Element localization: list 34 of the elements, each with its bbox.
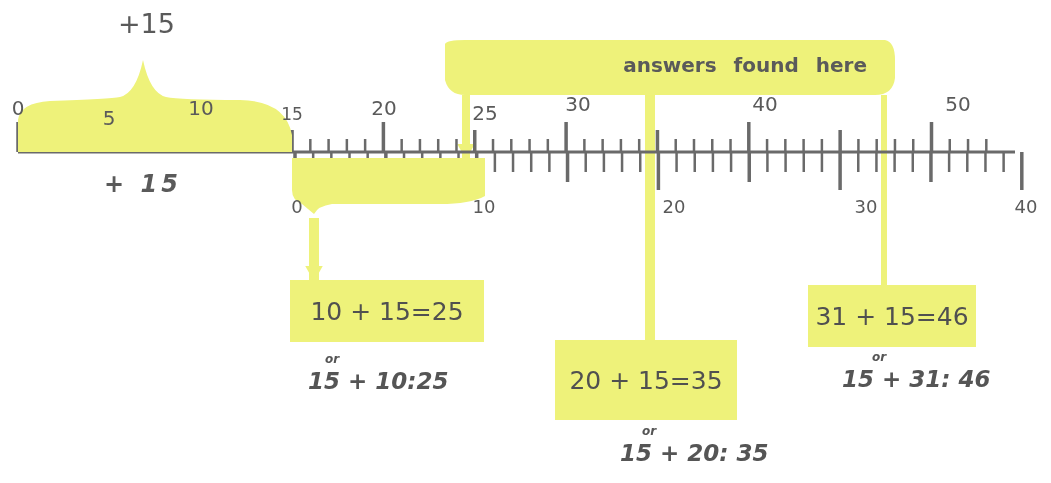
equation-box — [290, 280, 484, 342]
handwritten-note: + 15 — [103, 170, 183, 198]
equation-box — [808, 285, 976, 347]
callout-text: answers found here — [623, 53, 867, 77]
connector — [458, 95, 474, 160]
tick-number: 30 — [853, 196, 879, 217]
alternative-equation: 15 + 20: 35 — [620, 440, 769, 466]
tick-number: 0 — [290, 196, 304, 217]
equation-box — [555, 340, 737, 420]
alternative-equation: 15 + 31: 46 — [842, 366, 991, 392]
tick-number: 0 — [10, 96, 26, 120]
tick-number: 20 — [370, 96, 398, 120]
tick-number: 50 — [944, 92, 972, 116]
connector — [881, 95, 887, 285]
or-word: or — [325, 352, 340, 366]
callout-band — [445, 40, 895, 95]
or-word: or — [872, 350, 887, 364]
alternative-equation: 15 + 10:25 — [308, 368, 449, 394]
tick-number: 5 — [101, 106, 117, 130]
equation-text: 10 + 15=25 — [310, 296, 464, 326]
equation-text: 31 + 15=46 — [815, 301, 969, 331]
tick-number: 40 — [1013, 196, 1039, 217]
tick-number: 40 — [751, 92, 779, 116]
connector — [306, 218, 322, 282]
or-word: or — [642, 424, 657, 438]
tick-number: 10 — [471, 196, 497, 217]
tick-number: 10 — [187, 96, 215, 120]
bracket-label: +15 — [118, 8, 175, 39]
tick-number: 20 — [661, 196, 687, 217]
equation-text: 20 + 15=35 — [569, 365, 723, 395]
connector — [645, 95, 655, 340]
tick-number: 15 — [280, 104, 304, 124]
tick-number: 30 — [564, 92, 592, 116]
tick-number: 25 — [471, 101, 499, 125]
